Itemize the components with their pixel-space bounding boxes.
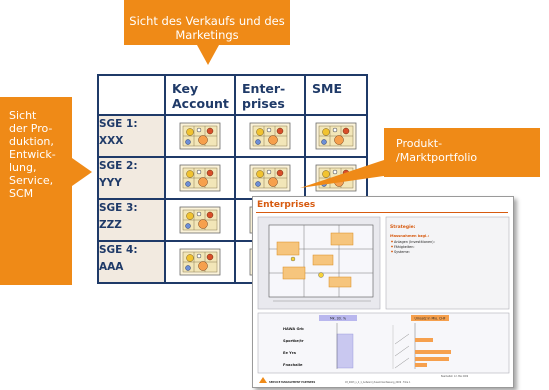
matrix-cell	[164, 198, 236, 242]
portfolio-thumbnail-icon	[179, 122, 221, 150]
bullet-icon	[391, 245, 393, 248]
company-logo-icon	[259, 377, 267, 383]
production-text-line: Service,	[9, 174, 54, 187]
row-header-line: SGE 2:	[99, 160, 138, 172]
revenue-header-bar	[411, 315, 449, 321]
matrix-cell	[234, 156, 306, 200]
callout-arrow-right	[72, 158, 92, 186]
matrix-corner-cell	[97, 74, 166, 116]
revenue-bar	[415, 350, 451, 354]
portfolio-callout-line: Produkt-	[396, 137, 443, 150]
row-header-line: ZZZ	[99, 219, 122, 231]
matrix-cell	[304, 156, 368, 200]
chart-note-box	[276, 241, 300, 256]
portfolio-callout-line: /Marktportfolio	[396, 151, 478, 164]
production-text-line: der Pro-	[9, 122, 53, 135]
bullet-icon	[391, 240, 393, 243]
row-header-sge3: SGE 3: ZZZ	[97, 198, 166, 242]
column-header-line: Account	[172, 96, 229, 111]
portfolio-detail-card: Enterprises Strategie: Massnahmen bzgl.:…	[252, 196, 514, 388]
matrix-cell	[164, 156, 236, 200]
column-header-sme: SME	[304, 74, 368, 116]
chart-note-box	[282, 266, 306, 280]
leader-line	[394, 345, 410, 357]
bar-row-label: HAWA Grb	[283, 327, 304, 331]
card-content-svg: Strategie: Massnahmen bzgl.: Anlagen (In…	[257, 216, 510, 384]
column-header-line: Key	[172, 81, 199, 96]
row-header-line: XXX	[99, 135, 124, 147]
matrix-row-sge1: SGE 1: XXX	[97, 114, 368, 158]
leader-line	[394, 333, 410, 345]
portfolio-thumbnail-icon	[249, 164, 291, 192]
production-text-line: Sicht	[9, 109, 37, 122]
matrix-cell	[304, 114, 368, 158]
portfolio-thumbnail-icon	[315, 164, 357, 192]
matrix-cell	[234, 114, 306, 158]
column-header-line: prises	[242, 96, 285, 111]
sales-marketing-text: Sicht des Verkaufs und des Marketings	[129, 14, 285, 42]
card-title: Enterprises	[257, 200, 316, 210]
company-logo-text: SERVICE MANAGEMENT PARTNERS	[269, 381, 316, 384]
sales-marketing-callout: Sicht des Verkaufs und des Marketings	[124, 0, 290, 45]
portfolio-thumbnail-icon	[179, 248, 221, 276]
matrix-row-sge2: SGE 2: YYY	[97, 156, 368, 200]
row-header-sge4: SGE 4: AAA	[97, 240, 166, 284]
row-header-line: SGE 4:	[99, 244, 138, 256]
production-text-line: duktion,	[9, 135, 54, 148]
portfolio-thumbnail-icon	[249, 122, 291, 150]
sge-market-matrix: Key Account Enter- prises SME SGE 1: XXX…	[97, 74, 368, 284]
matrix-cell	[164, 114, 236, 158]
strategy-panel	[385, 216, 510, 310]
portfolio-callout: Produkt- /Marktportfolio	[384, 128, 540, 177]
measure-item: Anlagen (Investitionen):	[394, 240, 435, 244]
bar-row-label: Fnachalle	[283, 363, 303, 367]
row-header-line: YYY	[99, 177, 122, 189]
bullet-icon	[391, 250, 393, 253]
column-header-key-account: Key Account	[164, 74, 236, 116]
portfolio-thumbnail-icon	[179, 206, 221, 234]
row-header-sge1: SGE 1: XXX	[97, 114, 166, 158]
market-share-header: Mk. Str. %	[330, 317, 346, 321]
measure-item: Systeme:	[394, 250, 410, 254]
portfolio-bubble	[318, 272, 324, 278]
revenue-header: Umsatz in Mio. CHF	[415, 317, 446, 321]
production-text-line: SCM	[9, 187, 34, 200]
portfolio-thumbnail-icon	[315, 122, 357, 150]
revenue-bar	[415, 338, 433, 342]
chart-note-box	[330, 232, 354, 246]
portfolio-thumbnail-icon	[179, 164, 221, 192]
column-header-enterprises: Enter- prises	[234, 74, 306, 116]
column-header-line: SME	[312, 81, 342, 96]
row-header-sge2: SGE 2: YYY	[97, 156, 166, 200]
measure-item: Fähigkeiten:	[394, 245, 415, 249]
chart-note-box	[312, 254, 334, 266]
card-footer-date: Bearbeitet: 12. Mai 2009	[441, 375, 469, 378]
matrix-header-row: Key Account Enter- prises SME	[97, 74, 368, 116]
card-title-rule	[256, 212, 508, 213]
callout-arrow-down	[197, 45, 219, 65]
production-callout: Sicht der Pro- duktion, Entwick- lung, S…	[0, 97, 72, 285]
portfolio-bubble	[290, 256, 296, 262]
bar-panel	[257, 312, 510, 374]
measures-heading: Massnahmen bzgl.:	[390, 234, 430, 238]
bar-row-label: Ee Yra	[283, 351, 297, 355]
row-header-line: AAA	[99, 261, 124, 273]
production-text-line: lung,	[9, 161, 37, 174]
leader-line	[394, 357, 410, 369]
row-header-line: SGE 3:	[99, 202, 138, 214]
row-header-line: SGE 1:	[99, 118, 138, 130]
column-header-line: Enter-	[242, 81, 286, 96]
strategy-heading: Strategie:	[390, 224, 416, 230]
revenue-bar	[415, 363, 427, 367]
chart-note-box	[328, 276, 352, 288]
matrix-cell	[164, 240, 236, 284]
market-share-header-bar	[319, 315, 357, 321]
production-text-line: Entwick-	[9, 148, 56, 161]
bar-row-label: Sportke/tr	[283, 339, 304, 343]
card-footer-file: 03_0003_v_2_1_Aufwand_Zusammenfassung_20…	[345, 381, 411, 384]
market-share-bar	[336, 333, 354, 369]
revenue-bar	[415, 357, 449, 361]
